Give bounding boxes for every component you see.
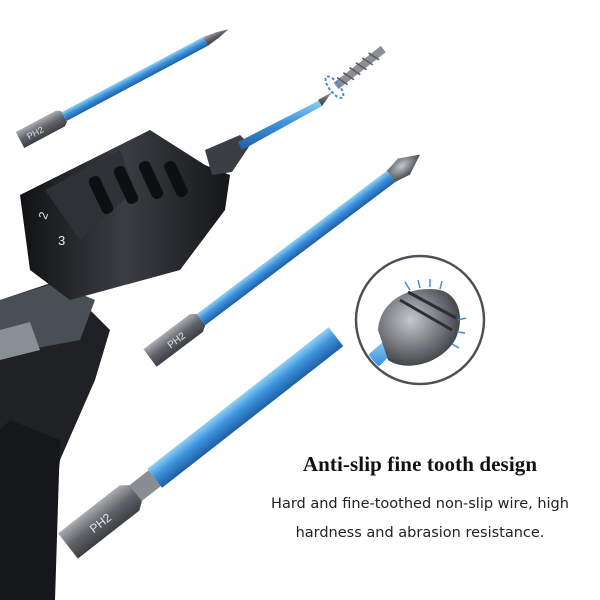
dial-number: 2: [36, 210, 52, 221]
zoom-detail: [354, 254, 486, 386]
bit-top-left: PH2: [15, 29, 229, 148]
bit-large: PH2: [58, 327, 344, 559]
feature-description: Hard and fine-toothed non-slip wire, hig…: [271, 496, 569, 541]
feature-headline: Anti-slip fine tooth design: [302, 452, 538, 476]
bit-middle: PH2: [143, 154, 420, 367]
torque-dial: 2 3: [36, 210, 66, 248]
dial-number: 3: [58, 233, 65, 248]
screw: [324, 45, 386, 99]
drill: 2 3: [0, 92, 332, 600]
